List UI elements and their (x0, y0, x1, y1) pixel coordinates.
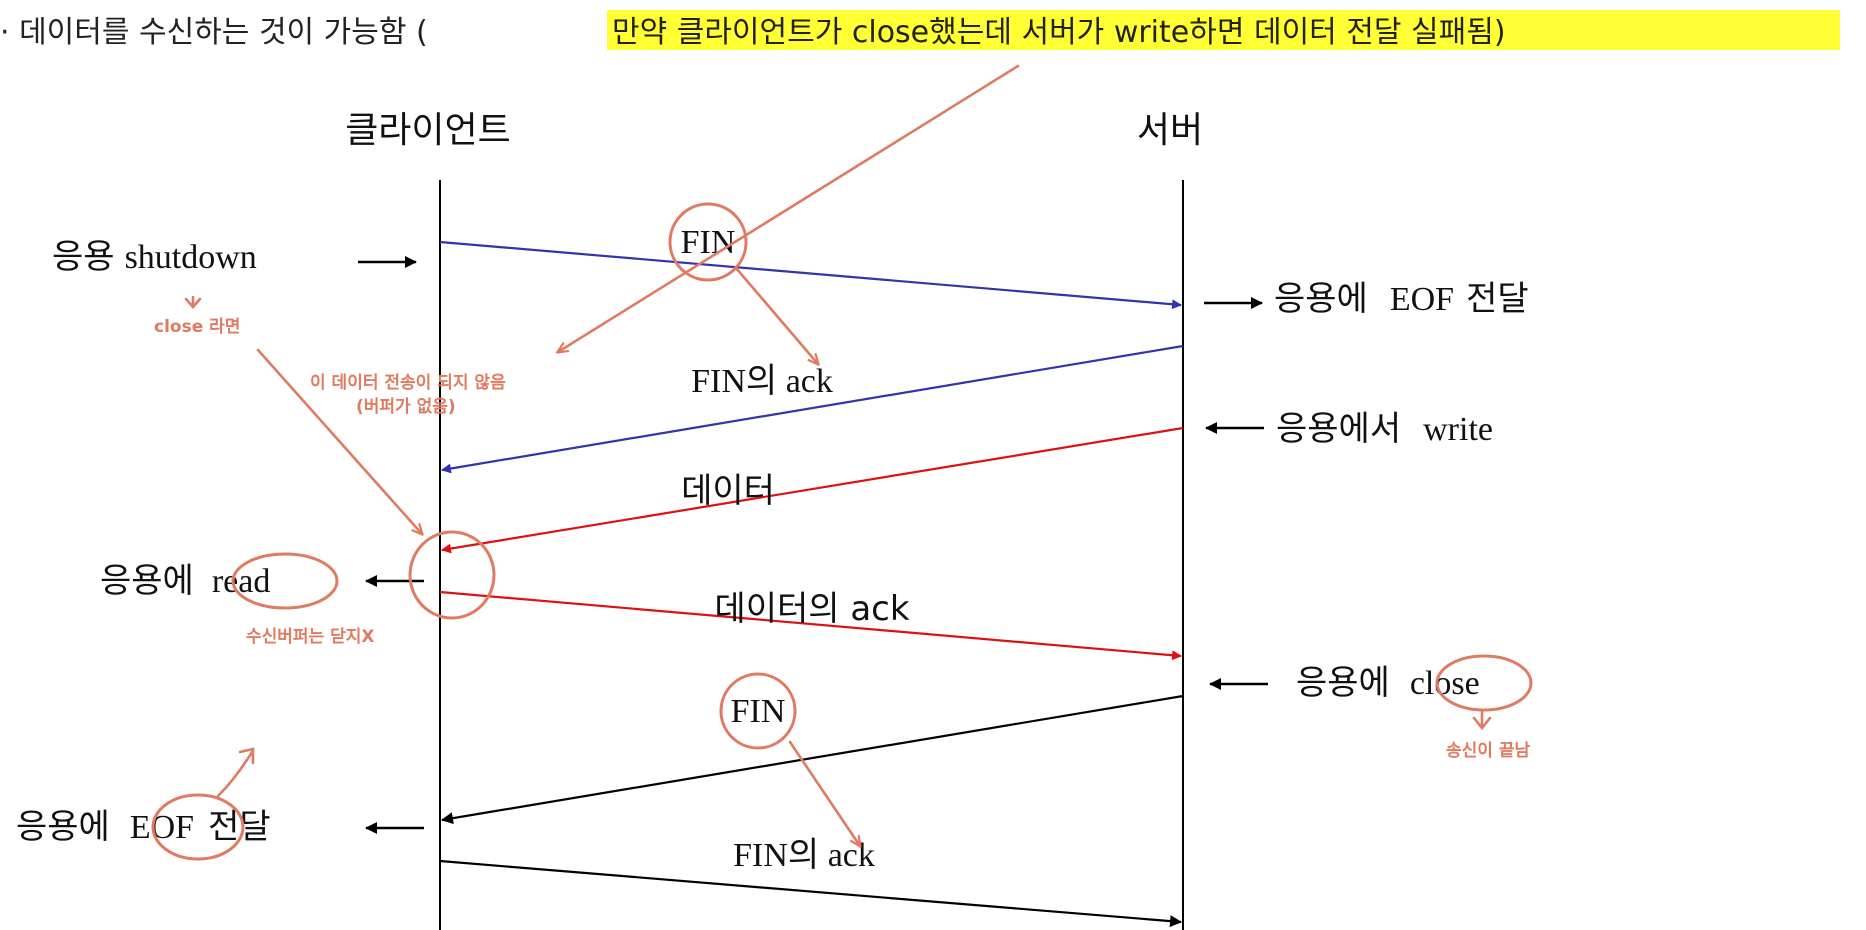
close-note-to-read-arrow (256, 348, 422, 534)
no-transfer-note-line1: 이 데이터 전송이 되지 않음 (310, 373, 506, 393)
fin1-arrow (439, 240, 1182, 310)
annotation-arrows (184, 64, 1492, 846)
server-title: 서버 (1137, 110, 1203, 151)
close-note: close 라면 (154, 317, 240, 337)
no-transfer-note-line2: (버퍼가 없음) (356, 397, 456, 417)
fin2-ack-label: FIN의 ack (733, 837, 875, 874)
shutdown-down-arrow (184, 295, 202, 309)
shutdown-prefix: 응용 (52, 237, 115, 277)
write-word: write (1423, 411, 1493, 448)
fin1-ack-arrow (441, 344, 1184, 474)
eof-word: EOF (130, 809, 194, 846)
fin1-ack-label: FIN의 ack (691, 363, 833, 400)
server-eof-deliver-text: 응용에 EOF 전달 (1274, 279, 1529, 319)
data-arrow (441, 426, 1184, 554)
data-ack-label: 데이터의 ack (714, 589, 909, 629)
header-prefix: · 데이터를 수신하는 것이 가능함 ( (0, 15, 428, 50)
highlight-to-note-arrow (558, 64, 1020, 352)
fin2-arrow (441, 694, 1184, 825)
server-close-text: 응용에 close (1296, 663, 1480, 703)
client-title: 클라이언트 (345, 110, 511, 151)
eof-deliver-suffix: 전달 (1466, 279, 1529, 319)
annotation-circles (151, 202, 1533, 861)
close-down-arrow (1472, 710, 1492, 731)
fin1-label: FIN (681, 224, 736, 261)
client-shutdown-text: 응용 shutdown (52, 237, 257, 277)
close-word: close (1410, 665, 1480, 702)
shutdown-word: shutdown (125, 239, 257, 276)
highlight-marker (607, 10, 1840, 50)
eof-prefix: 응용에 (16, 807, 110, 847)
fin2-circle (719, 672, 797, 750)
eof-deliver-prefix: 응용에 (1274, 279, 1368, 319)
header-text: · 데이터를 수신하는 것이 가능함 ( 만약 클라이언트가 close했는데 서… (0, 15, 1506, 50)
fin2-ack-arrow (439, 859, 1182, 928)
recv-buffer-note: 수신버퍼는 닫지X (246, 627, 375, 647)
fin1-to-ack-arrow (734, 266, 818, 364)
read-prefix: 응용에 (100, 561, 194, 601)
header-suffix: ) (1494, 15, 1506, 50)
server-write-text: 응용에서 write (1276, 409, 1493, 449)
fin2-to-ack-arrow (788, 740, 860, 846)
fin2-label: FIN (731, 693, 786, 730)
eof-deliver-word: EOF (1390, 281, 1454, 318)
header-highlight: 만약 클라이언트가 close했는데 서버가 write하면 데이터 전달 실패… (612, 15, 1494, 50)
eof-word-circle (151, 793, 245, 861)
write-prefix: 응용에서 (1276, 409, 1401, 449)
data-ack-arrow (439, 590, 1182, 661)
send-end-note: 송신이 끝남 (1446, 741, 1530, 761)
data-label: 데이터 (681, 471, 775, 511)
eof-up-arrow (216, 747, 255, 798)
read-word-circle (231, 552, 339, 610)
close-word-circle (1435, 654, 1533, 712)
read-arrival-circle (408, 530, 496, 620)
fin1-circle (668, 202, 748, 282)
close-prefix: 응용에 (1296, 663, 1390, 703)
